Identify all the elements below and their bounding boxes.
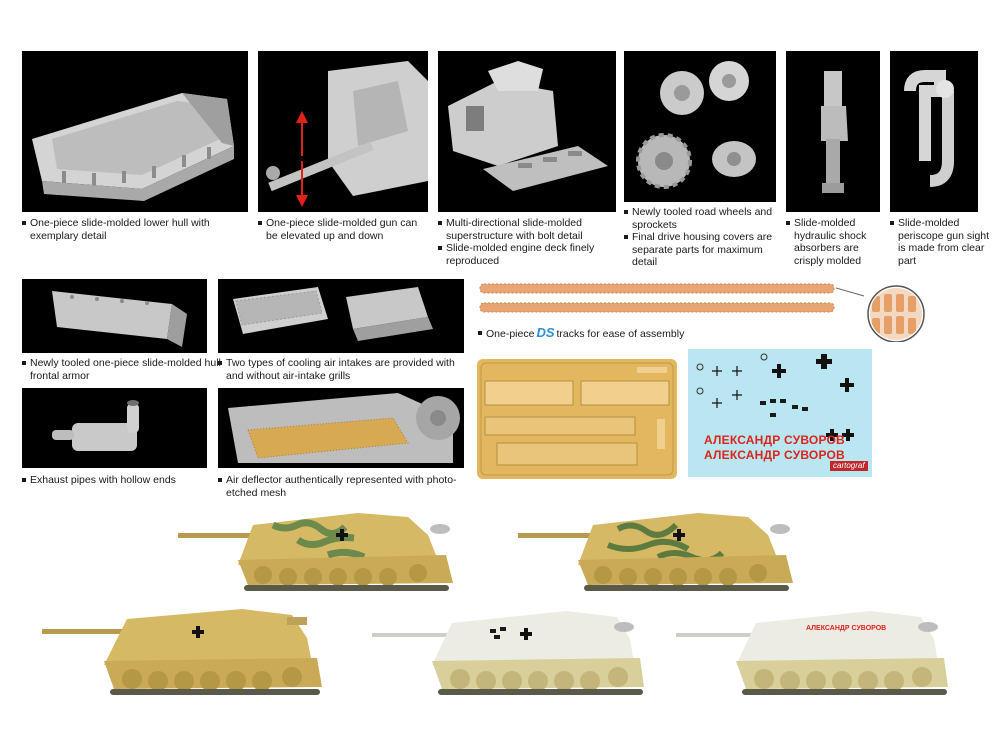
tracks-prefix: One-piece — [486, 328, 535, 340]
caption-line: Multi-directional slide-molded superstru… — [438, 217, 616, 242]
caption-line: Newly tooled one-piece slide-molded hull… — [22, 357, 222, 382]
decal-sheet: АЛЕКСАНДР СУВОРОВ АЛЕКСАНДР СУВОРОВ cart… — [688, 349, 872, 477]
caption-line: Exhaust pipes with hollow ends — [22, 474, 222, 487]
tank-profile-camo-2 — [518, 505, 808, 600]
road-wheels-caption: Newly tooled road wheels and sprockets F… — [624, 206, 782, 269]
air-deflector-photo — [218, 388, 464, 468]
tank-profile-winter-1 — [372, 603, 662, 703]
caption-line: One-piece slide-molded gun can be elevat… — [258, 217, 428, 242]
superstructure-caption: Multi-directional slide-molded superstru… — [438, 217, 616, 267]
caption-line: Two types of cooling air intakes are pro… — [218, 357, 468, 382]
cross-marking-icon — [336, 529, 348, 541]
frontal-armor-photo — [22, 279, 207, 353]
caption-line: Slide-molded hydraulic shock absorbers a… — [786, 217, 886, 267]
gun-photo — [258, 51, 428, 212]
periscope-photo — [890, 51, 978, 212]
tank-profile-winter-2: АЛЕКСАНДР СУВОРОВ — [676, 603, 966, 703]
superstructure-photo — [438, 51, 616, 212]
ds-logo: DS — [536, 325, 555, 340]
cross-marking-icon — [772, 354, 854, 441]
caption-line: Final drive housing covers are separate … — [624, 231, 782, 269]
road-wheels-photo — [624, 51, 776, 202]
lower-hull-photo — [22, 51, 248, 212]
cooling-intakes-caption: Two types of cooling air intakes are pro… — [218, 357, 468, 382]
tank-profile-camo-1 — [178, 505, 468, 600]
caption-line: Slide-molded periscope gun sight is made… — [890, 217, 990, 267]
exhaust-caption: Exhaust pipes with hollow ends — [22, 474, 222, 487]
shock-absorber-photo — [786, 51, 880, 212]
cartograf-logo: cartograf — [830, 461, 868, 471]
arrow-up-icon — [296, 111, 308, 156]
cross-marking-icon — [520, 628, 532, 640]
gun-caption: One-piece slide-molded gun can be elevat… — [258, 217, 428, 242]
caption-line: Air deflector authentically represented … — [218, 474, 468, 499]
lower-hull-caption: One-piece slide-molded lower hull with e… — [22, 217, 248, 242]
shock-absorber-caption: Slide-molded hydraulic shock absorbers a… — [786, 217, 886, 267]
tracks-suffix: tracks for ease of assembly — [556, 328, 685, 340]
cross-marking-icon — [192, 626, 204, 638]
air-deflector-caption: Air deflector authentically represented … — [218, 474, 468, 499]
cooling-intakes-photo — [218, 279, 464, 353]
cross-marking-icon — [673, 529, 685, 541]
caption-line: One-piece slide-molded lower hull with e… — [22, 217, 248, 242]
caption-line: Newly tooled road wheels and sprockets — [624, 206, 782, 231]
periscope-caption: Slide-molded periscope gun sight is made… — [890, 217, 990, 267]
exhaust-photo — [22, 388, 207, 468]
tank-profile-sand — [42, 603, 332, 703]
decal-name-line-1: АЛЕКСАНДР СУВОРОВ — [704, 433, 845, 447]
frontal-armor-caption: Newly tooled one-piece slide-molded hull… — [22, 357, 222, 382]
track-runs — [478, 282, 838, 318]
photo-etch-sheet — [477, 359, 677, 479]
track-zoom-callout — [835, 282, 976, 343]
arrow-down-icon — [296, 161, 308, 207]
caption-line: Slide-molded engine deck finely reproduc… — [438, 242, 616, 267]
decal-name-line-2: АЛЕКСАНДР СУВОРОВ — [704, 448, 845, 462]
tank-name-marking: АЛЕКСАНДР СУВОРОВ — [806, 625, 887, 632]
